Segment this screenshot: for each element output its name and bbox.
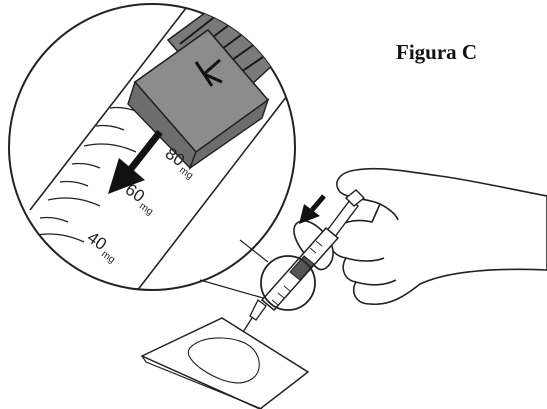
magnifier-lens: 80 mg 60 mg 40 mg <box>9 0 330 300</box>
push-direction-arrow-small <box>299 196 324 224</box>
gauze-pad <box>142 318 308 409</box>
